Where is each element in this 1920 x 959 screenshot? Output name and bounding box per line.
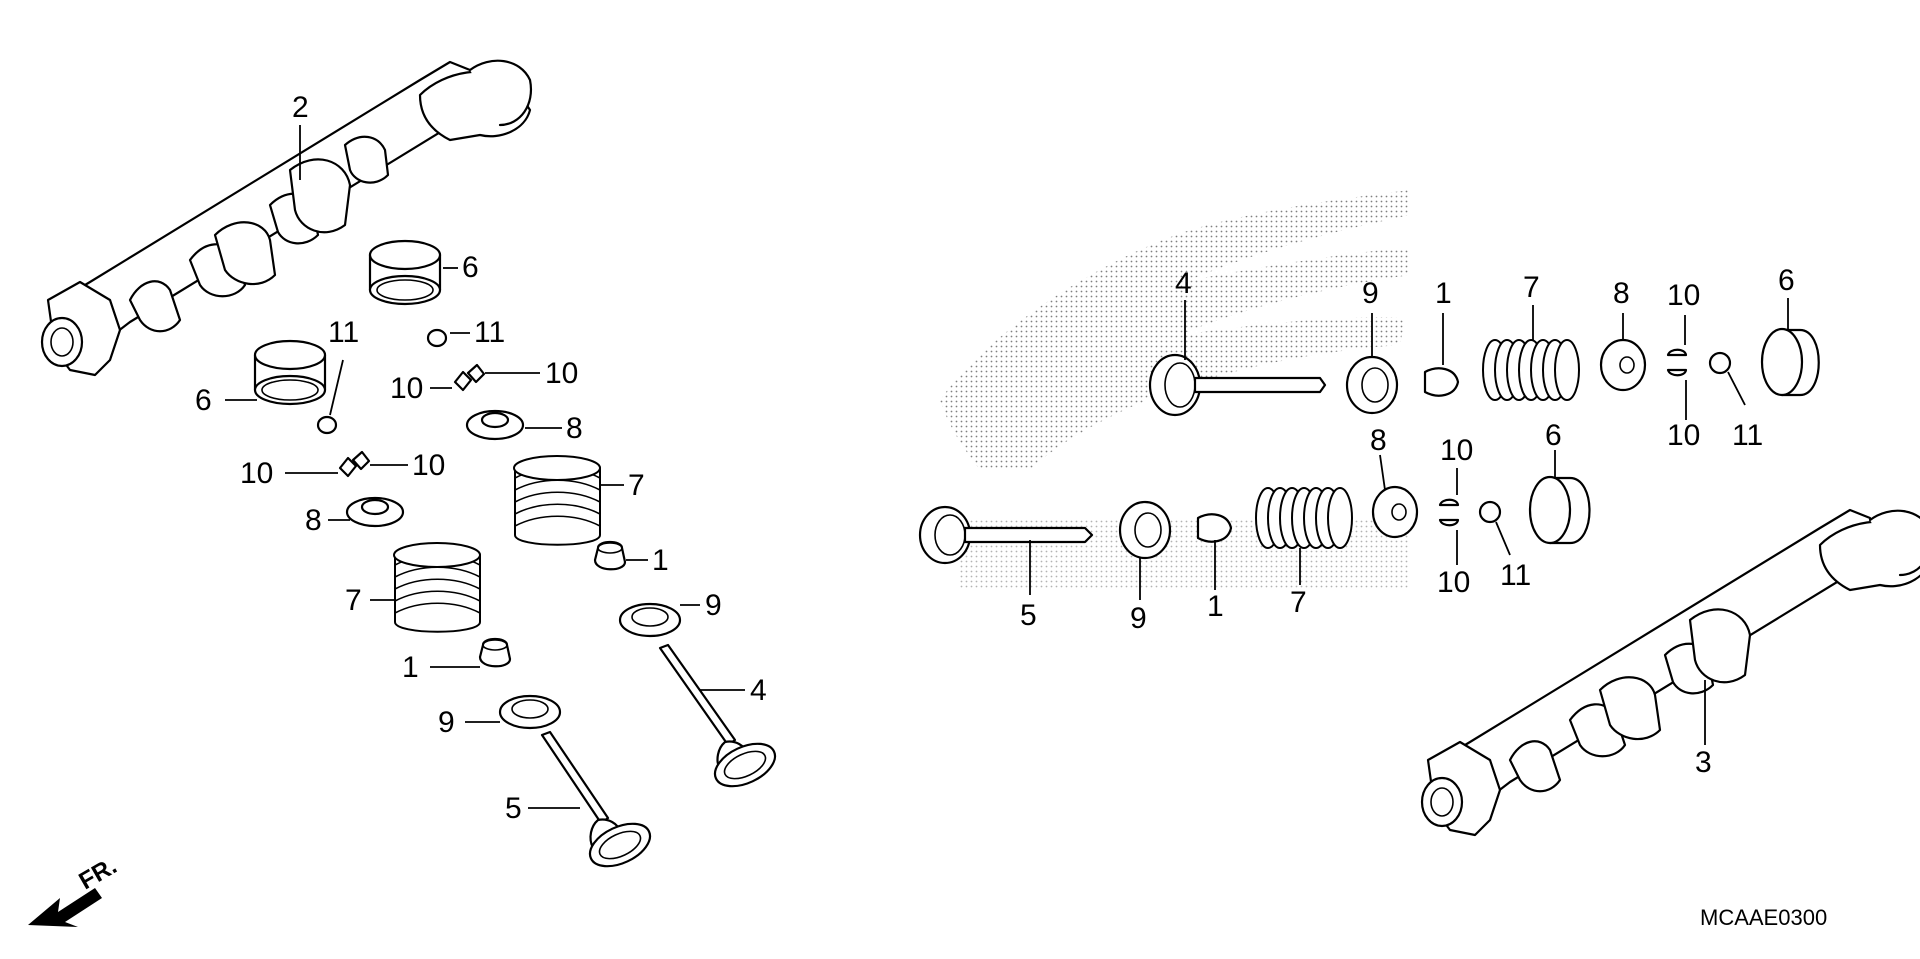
callout-2: 2 xyxy=(292,91,309,124)
callout-7: 7 xyxy=(345,584,362,617)
diagram-code: MCAAE0300 xyxy=(1700,905,1827,930)
spring-seat-part-9-side-upper xyxy=(1345,355,1399,415)
cotter-part-10-right-pair xyxy=(453,363,486,392)
callout-8: 8 xyxy=(1370,424,1387,457)
retainer-part-8-side-upper xyxy=(1599,338,1647,392)
spring-part-7-left xyxy=(393,542,481,633)
callout-3: 3 xyxy=(1695,746,1712,779)
intake-valve-part-4 xyxy=(658,643,777,788)
callout-9: 9 xyxy=(1362,277,1379,310)
spring-part-7-side-upper xyxy=(1482,339,1580,401)
spring-seat-part-9-left xyxy=(498,694,562,730)
cotter-part-10-left-pair xyxy=(338,450,371,478)
exhaust-valve-part-5-side xyxy=(918,505,1094,565)
callout-7: 7 xyxy=(1523,271,1540,304)
callout-7: 7 xyxy=(628,469,645,502)
callout-8: 8 xyxy=(566,412,583,445)
callout-labels: 2 6 11 11 6 10 10 8 10 10 7 8 1 7 9 1 4 … xyxy=(195,91,1795,825)
stem-seal-part-1-right xyxy=(593,540,627,571)
callout-10: 10 xyxy=(412,449,445,482)
spring-part-7-side-lower xyxy=(1255,487,1353,549)
callout-4: 4 xyxy=(750,674,767,707)
callout-5: 5 xyxy=(505,792,522,825)
intake-valve-part-4-side xyxy=(1148,353,1327,417)
callout-1: 1 xyxy=(402,651,419,684)
leader-lines xyxy=(225,125,1789,809)
callout-5: 5 xyxy=(1020,599,1037,632)
callout-10: 10 xyxy=(1667,419,1700,452)
callout-1: 1 xyxy=(652,544,669,577)
spring-seat-part-9-right xyxy=(618,602,682,638)
callout-6: 6 xyxy=(1778,264,1795,297)
callout-1: 1 xyxy=(1435,277,1452,310)
stem-seal-part-1-left xyxy=(478,637,512,668)
camshaft-part-3 xyxy=(1420,508,1920,837)
retainer-part-8-left xyxy=(345,496,405,528)
callout-10: 10 xyxy=(1667,279,1700,312)
retainer-part-8-side-lower xyxy=(1371,485,1419,539)
callout-4: 4 xyxy=(1175,267,1192,300)
shim-part-11-left xyxy=(316,415,338,435)
callout-11: 11 xyxy=(1500,559,1531,592)
tappet-part-6-upper xyxy=(368,239,442,306)
shim-part-11-side-upper xyxy=(1708,351,1732,375)
shim-part-11-side-lower xyxy=(1478,500,1502,524)
front-direction-arrow-icon: FR. xyxy=(28,852,121,927)
callout-6: 6 xyxy=(195,384,212,417)
callout-8: 8 xyxy=(305,504,322,537)
shim-part-11-right xyxy=(426,328,448,348)
callout-1: 1 xyxy=(1207,590,1224,623)
exhaust-valve-part-5 xyxy=(540,730,652,868)
callout-10: 10 xyxy=(240,457,273,490)
tappet-part-6-side-lower xyxy=(1528,475,1591,545)
callout-11: 11 xyxy=(328,316,359,349)
stem-seal-part-1-side-upper xyxy=(1423,367,1460,397)
callout-11: 11 xyxy=(474,316,505,349)
callout-6: 6 xyxy=(462,251,479,284)
direction-label: FR. xyxy=(75,852,122,895)
spring-seat-part-9-side-lower xyxy=(1118,500,1172,560)
callout-9: 9 xyxy=(1130,602,1147,635)
callout-6: 6 xyxy=(1545,419,1562,452)
callout-10: 10 xyxy=(390,372,423,405)
callout-10: 10 xyxy=(1437,566,1470,599)
callout-11: 11 xyxy=(1732,419,1763,452)
callout-10: 10 xyxy=(545,357,578,390)
cotter-part-10-side-upper xyxy=(1666,348,1688,377)
callout-10: 10 xyxy=(1440,434,1473,467)
camshaft-part-2 xyxy=(40,59,533,377)
callout-8: 8 xyxy=(1613,277,1630,310)
stem-seal-part-1-side-lower xyxy=(1196,513,1233,543)
callout-9: 9 xyxy=(705,589,722,622)
callout-7: 7 xyxy=(1290,586,1307,619)
tappet-part-6-side-upper xyxy=(1760,327,1820,397)
cotter-part-10-side-lower xyxy=(1438,498,1460,527)
callout-9: 9 xyxy=(438,706,455,739)
retainer-part-8-right xyxy=(465,409,525,441)
tappet-part-6-lower xyxy=(253,339,327,406)
spring-part-7-right xyxy=(513,455,601,546)
